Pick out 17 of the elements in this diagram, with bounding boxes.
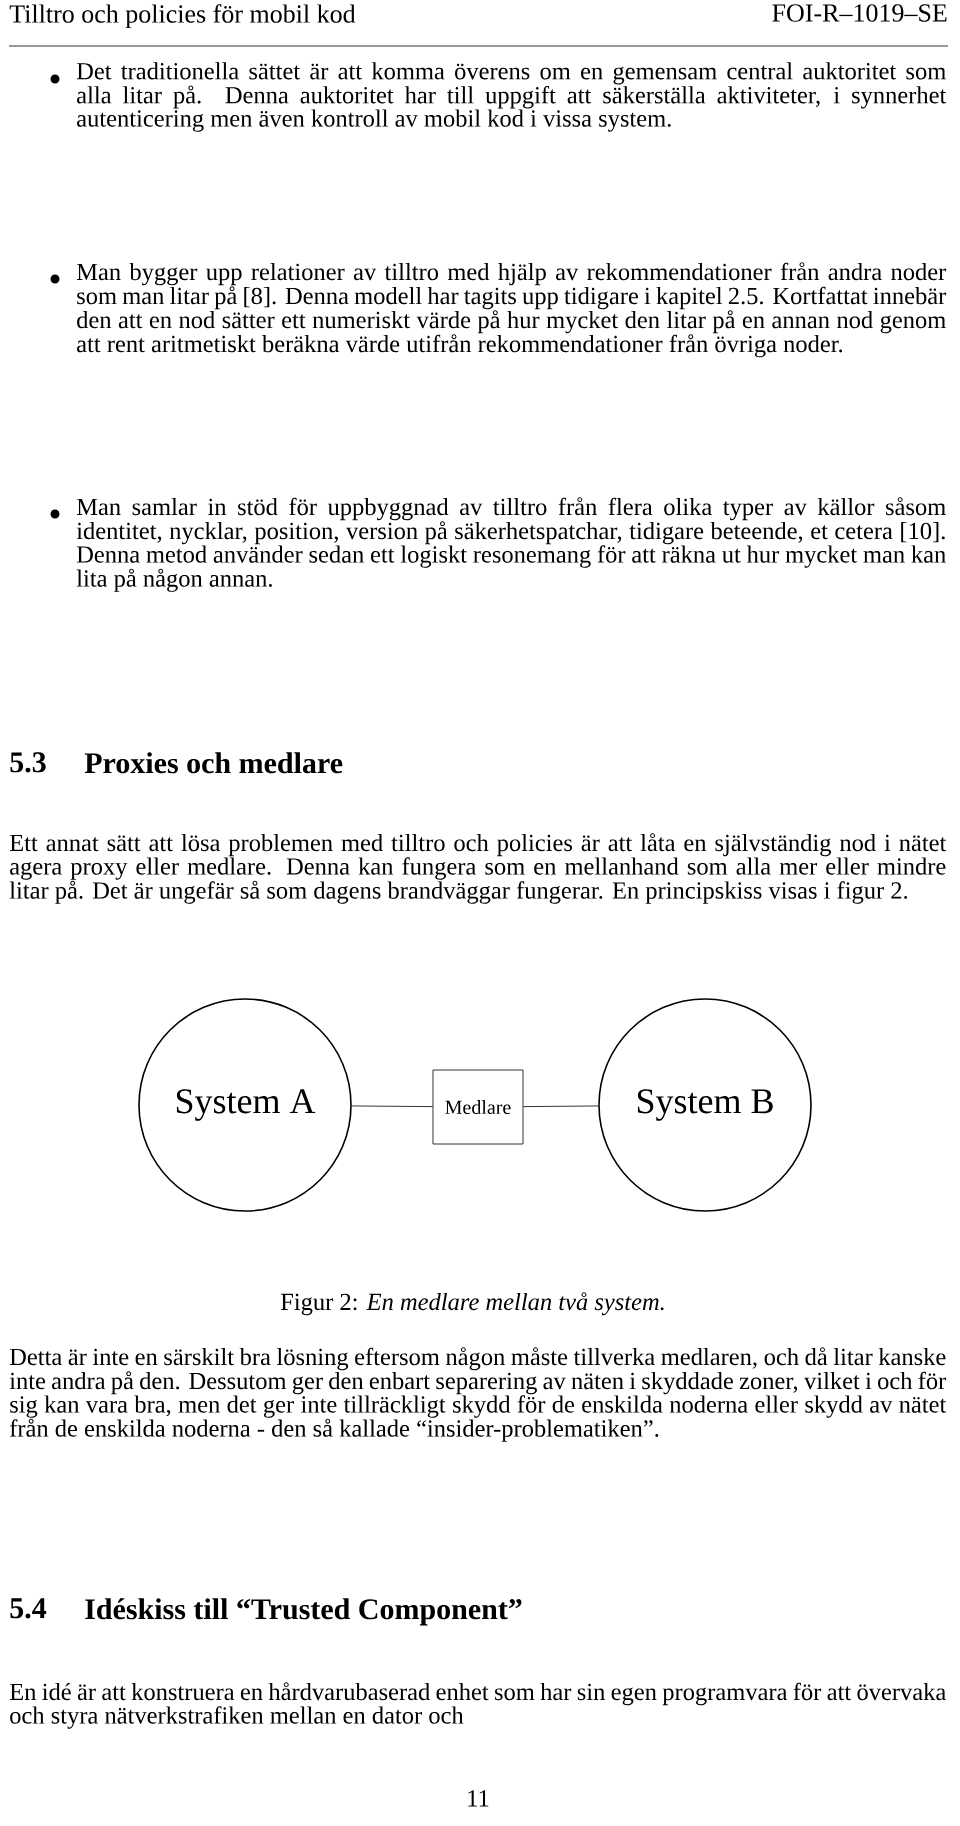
connector-line	[351, 1105, 433, 1107]
running-header: Tilltro och policies för mobil kod	[9, 4, 356, 29]
connector-line	[523, 1105, 599, 1107]
bullet-text: Man samlar in stöd för uppbyggnad av tilltro från flera olika typer av källor såsom identitet, nycklar, position, version på säkerhetspatchar, tidigare beteende, et cetera [10]. Denna metod använder sedan ett logiskt resonemang för att räkna ut hur mycket man kan lita på någon annan.	[76, 497, 946, 592]
mediator-box: Medlare	[432, 1069, 524, 1145]
body-paragraph: Ett annat sätt att lösa problemen med tilltro och policies är att låta en självständig nod i nätet agera proxy eller medlare. Denna kan fungera som en mellanhand som alla mer eller mindre litar på. Det är ungefär så som dagens brandväggar fungerar. En principskiss visas i figur 2.	[9, 833, 947, 904]
section-heading: Idéskiss till “Trusted Component”	[85, 1598, 522, 1626]
running-header: FOI-R–1019–SE	[772, 4, 947, 22]
bullet-text: Det traditionella sättet är att komma överens om en gemensam central auktoritet som alla litar på. Denna auktoritet har till uppgift att säkerställa aktiviteter, i synnerhet autenticering men även kontroll av mobil kod i vissa system.	[76, 62, 947, 132]
page-number: 11	[468, 1790, 489, 1807]
section-number: 5.4	[10, 1598, 47, 1619]
bullet-text: Man bygger upp relationer av tilltro med hjälp av rekommendationer från andra noder som man litar på [8]. Denna modell har tagits upp tidigare i kapitel 2.5. Kortfattat innebär den att en nod sätter ett numeriskt värde på hur mycket den litar på en annan nod genom att rent aritmetiskt beräkna värde utifrån rekommendationer från övriga noder.	[76, 262, 947, 358]
figure-caption: Figur 2: En medlare mellan två system.	[280, 1292, 664, 1316]
section-heading: Proxies och medlare	[84, 752, 343, 774]
body-paragraph: Detta är inte en särskilt bra lösning eftersom någon måste tillverka medlaren, och då litar kanske inte andra på den. Dessutom ger den enbart separering av näten i skyddade zoner, vilket i och för sig kan vara bra, men det ger inte tillräckligt skydd för de enskilda noderna eller skydd av nätet från de enskilda noderna - den så kallade “insider-problematiken”.	[9, 1347, 947, 1442]
section-number: 5.3	[10, 752, 46, 773]
body-paragraph: En idé är att konstruera en hårdvarubaserad enhet som har sin egen programvara för att övervaka och styra nätverkstrafiken mellan en dator och	[9, 1682, 946, 1729]
